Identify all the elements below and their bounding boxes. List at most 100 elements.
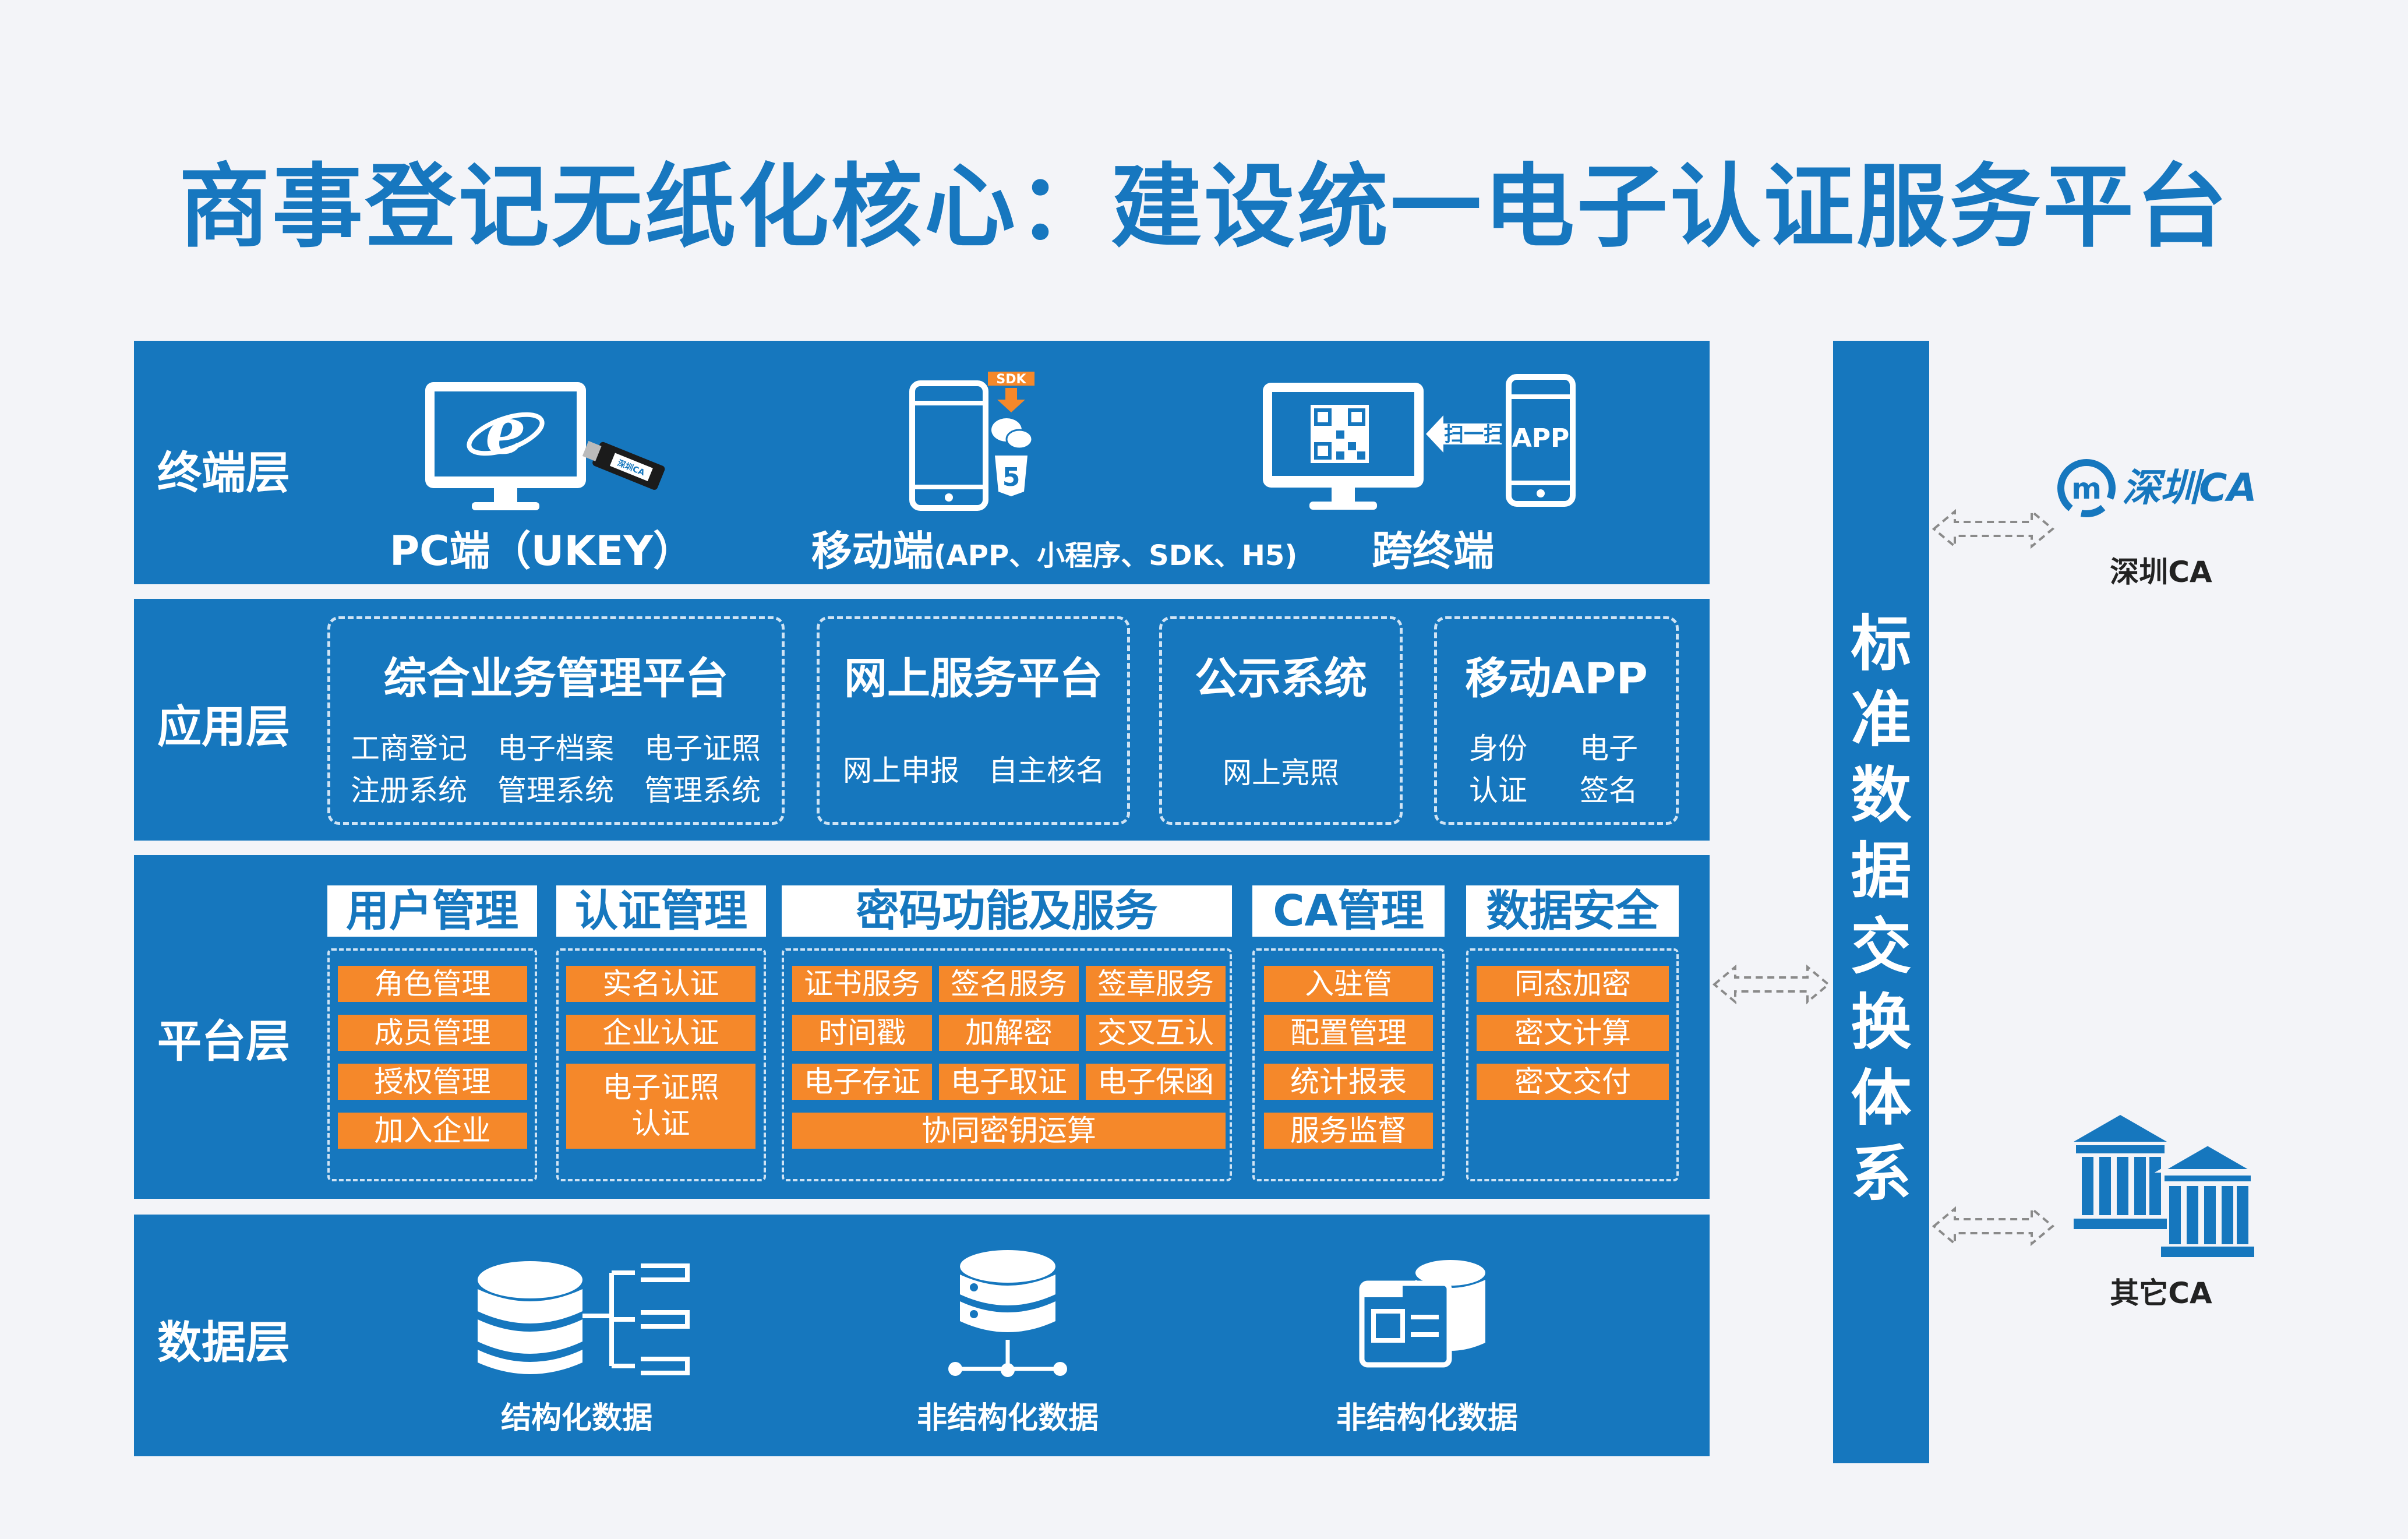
app-group-title: 网上服务平台 xyxy=(844,654,1103,704)
app-item: 认证 xyxy=(1469,774,1527,807)
app-group-mobile-app: 移动APP 身份 电子 认证 签名 xyxy=(1434,616,1679,825)
cross-terminal-caption: 跨终端 xyxy=(1372,527,1494,575)
terminal-layer-label: 终端层 xyxy=(157,447,290,499)
crypto-item: 签章服务 xyxy=(1086,966,1226,1002)
svg-text:m: m xyxy=(2071,472,2102,506)
platform-layer-label: 平台层 xyxy=(157,1015,290,1067)
unstructured-data-caption: 非结构化数据 xyxy=(916,1401,1099,1436)
auth-item-line: 认证 xyxy=(631,1107,690,1141)
app-group-title: 公示系统 xyxy=(1195,654,1367,704)
other-ca-exchange-arrow-icon xyxy=(1932,1206,2055,1247)
pc-monitor-icon: e 深圳CA xyxy=(425,382,665,510)
terminal-layer: 终端层 e 深圳CA PC端（UKEY） SDK 5 移动端(APP、小程序、S… xyxy=(134,341,1710,584)
svg-text:e: e xyxy=(485,393,526,468)
app-item: 网上申报 xyxy=(843,754,959,788)
crypto-item: 电子保函 xyxy=(1086,1064,1226,1100)
auth-item: 实名认证 xyxy=(566,966,755,1002)
cross-terminal-icon: 扫一扫 APP xyxy=(1263,374,1576,510)
unstructured-database-network-icon xyxy=(948,1250,1067,1377)
crypto-item: 证书服务 xyxy=(792,966,932,1002)
auth-item: 企业认证 xyxy=(566,1015,755,1051)
ca-item: 入驻管 xyxy=(1264,966,1433,1002)
mobile-caption-sub: (APP、小程序、SDK、H5) xyxy=(933,539,1298,572)
exchange-char: 交 xyxy=(1851,911,1912,982)
app-group-online-service: 网上服务平台 网上申报 自主核名 xyxy=(817,616,1130,825)
exchange-char: 体 xyxy=(1851,1063,1912,1134)
data-security-group xyxy=(1466,948,1679,1181)
exchange-char: 据 xyxy=(1851,835,1912,906)
unstructured-document-database-icon xyxy=(1359,1260,1485,1368)
app-item: 管理系统 xyxy=(497,774,614,807)
mobile-caption: 移动端(APP、小程序、SDK、H5) xyxy=(734,518,1375,577)
user-item: 成员管理 xyxy=(338,1015,527,1051)
crypto-item: 签名服务 xyxy=(939,966,1079,1002)
app-item: 签名 xyxy=(1580,774,1638,807)
ca-item: 服务监督 xyxy=(1264,1113,1433,1149)
app-item: 电子档案 xyxy=(497,732,614,765)
app-item: 管理系统 xyxy=(644,774,761,807)
auth-item-line: 电子证照 xyxy=(602,1071,719,1104)
security-item: 密文交付 xyxy=(1477,1064,1669,1100)
crypto-item: 电子存证 xyxy=(792,1064,932,1100)
app-item: 注册系统 xyxy=(351,774,467,807)
ca-item: 配置管理 xyxy=(1264,1015,1433,1051)
app-group-comprehensive: 综合业务管理平台 工商登记 电子档案 电子证照 注册系统 管理系统 管理系统 xyxy=(327,616,785,825)
app-group-title: 移动APP xyxy=(1465,654,1648,704)
platform-exchange-arrow-icon xyxy=(1712,964,1831,1005)
svg-text:深圳CA: 深圳CA xyxy=(2122,465,2257,510)
application-layer: 应用层 综合业务管理平台 工商登记 电子档案 电子证照 注册系统 管理系统 管理… xyxy=(134,599,1710,841)
auth-item-certificate: 电子证照 认证 xyxy=(566,1064,755,1149)
exchange-char: 换 xyxy=(1851,987,1912,1058)
app-group-title: 综合业务管理平台 xyxy=(383,654,729,704)
crypto-item: 交叉互认 xyxy=(1086,1015,1226,1051)
svg-text:扫一扫: 扫一扫 xyxy=(1444,423,1503,446)
user-item: 角色管理 xyxy=(338,966,527,1002)
exchange-char: 系 xyxy=(1851,1138,1912,1209)
data-security-header: 数据安全 xyxy=(1466,885,1679,937)
ca-management-group xyxy=(1252,948,1445,1181)
app-item: 自主核名 xyxy=(988,754,1105,788)
ca-item: 统计报表 xyxy=(1264,1064,1433,1100)
other-ca-bank-icon xyxy=(2074,1115,2261,1257)
application-layer-label: 应用层 xyxy=(157,701,290,753)
app-item: 电子证照 xyxy=(644,732,761,765)
app-group-publicity: 公示系统 网上亮照 xyxy=(1159,616,1403,825)
user-item: 授权管理 xyxy=(338,1064,527,1100)
platform-layer: 平台层 用户管理 认证管理 密码功能及服务 CA管理 数据安全 角色管理 成员管… xyxy=(134,855,1710,1199)
szca-label: 深圳CA xyxy=(2110,555,2212,589)
exchange-char: 准 xyxy=(1851,684,1912,755)
data-exchange-system-label: 标 准 数 据 交 换 体 系 xyxy=(1833,606,1929,1212)
crypto-item: 时间戳 xyxy=(792,1015,932,1051)
app-item: 网上亮照 xyxy=(1223,756,1339,790)
szca-logo-icon: m 深圳CA xyxy=(2057,459,2257,517)
svg-text:SDK: SDK xyxy=(996,372,1026,387)
user-item: 加入企业 xyxy=(338,1113,527,1149)
page-title: 商事登记无纸化核心：建设统一电子认证服务平台 xyxy=(179,154,2229,260)
crypto-item-wide: 协同密钥运算 xyxy=(792,1113,1226,1149)
auth-management-group xyxy=(556,948,766,1181)
unstructured-data-caption-2: 非结构化数据 xyxy=(1336,1401,1518,1436)
exchange-char: 数 xyxy=(1851,760,1912,831)
other-ca-label: 其它CA xyxy=(2110,1276,2212,1310)
structured-database-icon xyxy=(478,1261,690,1375)
auth-management-header: 认证管理 xyxy=(556,885,766,937)
crypto-services-header: 密码功能及服务 xyxy=(782,885,1232,937)
security-item: 同态加密 xyxy=(1477,966,1669,1002)
ca-management-header: CA管理 xyxy=(1252,885,1445,937)
app-item: 身份 xyxy=(1469,732,1527,765)
security-item: 密文计算 xyxy=(1477,1015,1669,1051)
data-layer: 数据层 结构化数据 非结构化数据 xyxy=(134,1215,1710,1456)
svg-text:5: 5 xyxy=(1002,463,1021,492)
mobile-caption-main: 移动端 xyxy=(811,527,934,575)
user-management-header: 用户管理 xyxy=(327,885,537,937)
app-item: 工商登记 xyxy=(351,732,467,765)
mobile-phone-icon: SDK 5 xyxy=(909,372,1034,511)
svg-text:APP: APP xyxy=(1512,423,1570,453)
crypto-services-group xyxy=(782,948,1232,1181)
data-exchange-system-bar: 标 准 数 据 交 换 体 系 xyxy=(1833,341,1929,1463)
szca-exchange-arrow-icon xyxy=(1932,509,2055,549)
user-management-group xyxy=(327,948,537,1181)
data-layer-label: 数据层 xyxy=(157,1316,290,1368)
crypto-item: 加解密 xyxy=(939,1015,1079,1051)
exchange-char: 标 xyxy=(1851,608,1912,679)
